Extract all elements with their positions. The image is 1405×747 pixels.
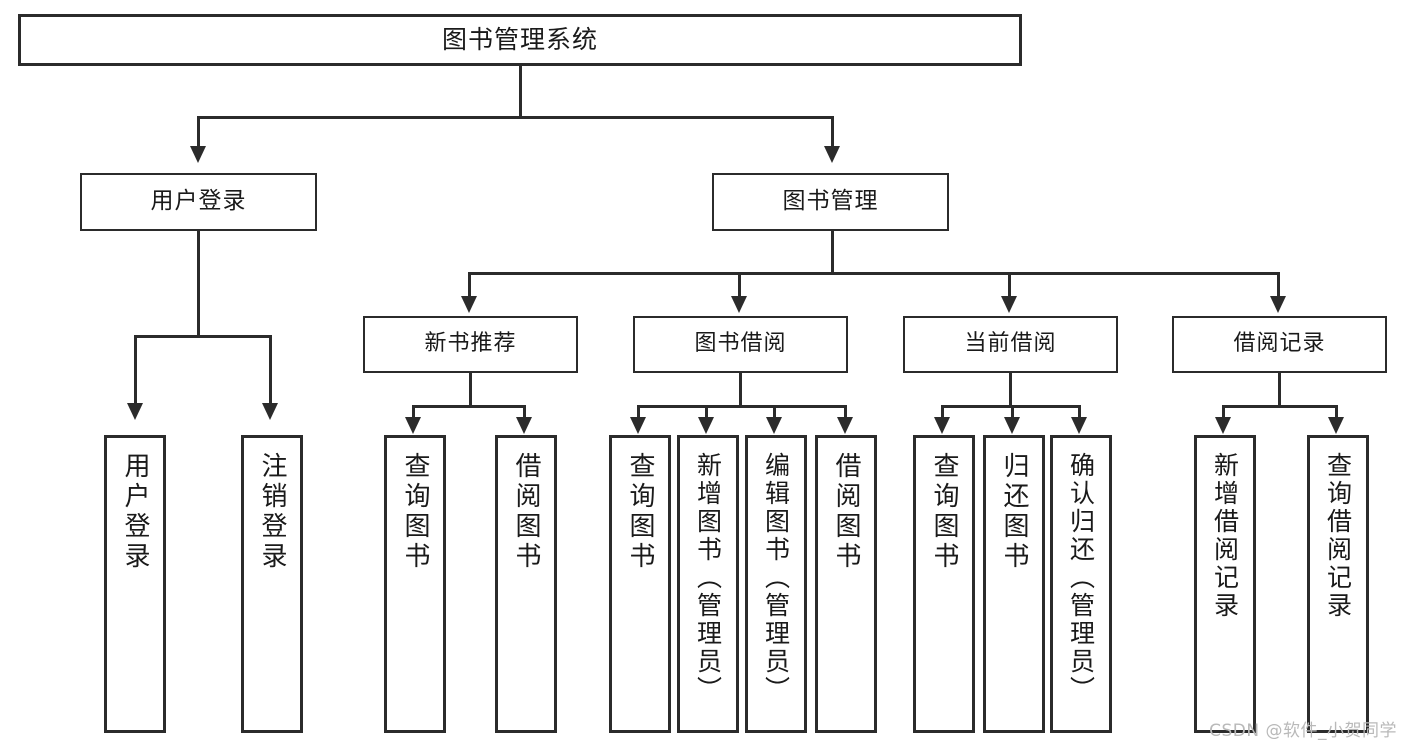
arrow-root-to-user-login <box>190 146 206 163</box>
leaf-borrow-book-nbr[interactable]: 借阅图书 <box>495 435 557 733</box>
arrow-bm-to-current-borrow <box>1001 296 1017 313</box>
connector-bb-drop-2 <box>705 405 708 419</box>
leaf-label: 归还图书 <box>999 452 1029 572</box>
node-label: 用户登录 <box>150 188 247 215</box>
connector-nbr-stem <box>469 373 472 405</box>
node-label: 当前借阅 <box>964 331 1057 357</box>
connector-root-to-book-management <box>831 116 834 148</box>
connector-nbr-drop-1 <box>412 405 415 419</box>
connector-user-login-drop-1 <box>134 335 137 405</box>
connector-cb-drop-3 <box>1078 405 1081 419</box>
leaf-label: 编辑图书（管理员） <box>761 452 791 704</box>
connector-bb-drop-4 <box>844 405 847 419</box>
connector-root-bus <box>197 116 834 119</box>
node-new-book-recommend[interactable]: 新书推荐 <box>363 316 578 373</box>
arrow-bb-leaf-1 <box>630 417 646 434</box>
arrow-br-leaf-2 <box>1328 417 1344 434</box>
connector-book-management-bus <box>468 272 1280 275</box>
connector-nbr-drop-2 <box>523 405 526 419</box>
connector-bm-drop-1 <box>468 272 471 298</box>
node-current-borrow[interactable]: 当前借阅 <box>903 316 1118 373</box>
leaf-confirm-return-admin[interactable]: 确认归还（管理员） <box>1050 435 1112 733</box>
leaf-label: 新增借阅记录 <box>1210 452 1240 620</box>
arrow-cb-leaf-2 <box>1004 417 1020 434</box>
leaf-query-book-bb[interactable]: 查询图书 <box>609 435 671 733</box>
arrow-cb-leaf-1 <box>934 417 950 434</box>
leaf-label: 查询图书 <box>400 452 430 572</box>
node-label: 图书管理 <box>782 188 879 215</box>
node-label: 新书推荐 <box>424 331 517 357</box>
leaf-add-borrow-record[interactable]: 新增借阅记录 <box>1194 435 1256 733</box>
connector-br-stem <box>1278 373 1281 405</box>
connector-root-stem <box>519 66 522 116</box>
leaf-label: 借阅图书 <box>831 452 861 572</box>
leaf-label: 用户登录 <box>120 452 150 572</box>
leaf-query-book-cb[interactable]: 查询图书 <box>913 435 975 733</box>
connector-nbr-bus <box>412 405 526 408</box>
leaf-label: 查询图书 <box>625 452 655 572</box>
connector-bm-drop-3 <box>1008 272 1011 298</box>
connector-bm-drop-2 <box>738 272 741 298</box>
connector-br-drop-2 <box>1335 405 1338 419</box>
watermark: CSDN @软件_小贺同学 <box>1209 721 1397 741</box>
leaf-return-book[interactable]: 归还图书 <box>983 435 1045 733</box>
connector-bb-drop-1 <box>637 405 640 419</box>
arrow-nbr-leaf-1 <box>405 417 421 434</box>
arrow-bb-leaf-3 <box>766 417 782 434</box>
node-book-borrow[interactable]: 图书借阅 <box>633 316 848 373</box>
arrow-user-login-leaf-1 <box>127 403 143 420</box>
node-label: 借阅记录 <box>1233 331 1326 357</box>
node-book-management[interactable]: 图书管理 <box>712 173 949 231</box>
arrow-user-login-leaf-2 <box>262 403 278 420</box>
leaf-edit-book-admin[interactable]: 编辑图书（管理员） <box>745 435 807 733</box>
leaf-logout[interactable]: 注销登录 <box>241 435 303 733</box>
leaf-query-book-nbr[interactable]: 查询图书 <box>384 435 446 733</box>
connector-br-bus <box>1222 405 1338 408</box>
leaf-user-login[interactable]: 用户登录 <box>104 435 166 733</box>
arrow-bm-to-book-borrow <box>731 296 747 313</box>
connector-user-login-drop-2 <box>269 335 272 405</box>
connector-bb-stem <box>739 373 742 405</box>
arrow-root-to-book-management <box>824 146 840 163</box>
leaf-query-borrow-record[interactable]: 查询借阅记录 <box>1307 435 1369 733</box>
leaf-label: 查询图书 <box>929 452 959 572</box>
arrow-br-leaf-1 <box>1215 417 1231 434</box>
arrow-bm-to-new-book-recommend <box>461 296 477 313</box>
connector-book-management-stem <box>831 231 834 272</box>
leaf-borrow-book-bb[interactable]: 借阅图书 <box>815 435 877 733</box>
connector-bb-drop-3 <box>773 405 776 419</box>
arrow-bb-leaf-2 <box>698 417 714 434</box>
leaf-label: 注销登录 <box>257 452 287 572</box>
connector-br-drop-1 <box>1222 405 1225 419</box>
leaf-label: 确认归还（管理员） <box>1066 452 1096 704</box>
connector-user-login-stem <box>197 231 200 335</box>
leaf-label: 新增图书（管理员） <box>693 452 723 704</box>
node-borrow-record[interactable]: 借阅记录 <box>1172 316 1387 373</box>
arrow-bb-leaf-4 <box>837 417 853 434</box>
connector-cb-stem <box>1009 373 1012 405</box>
leaf-add-book-admin[interactable]: 新增图书（管理员） <box>677 435 739 733</box>
connector-cb-drop-1 <box>941 405 944 419</box>
arrow-bm-to-borrow-record <box>1270 296 1286 313</box>
connector-bb-bus <box>637 405 847 408</box>
connector-bm-drop-4 <box>1277 272 1280 298</box>
node-label: 图书管理系统 <box>441 25 598 54</box>
connector-cb-drop-2 <box>1011 405 1014 419</box>
node-label: 图书借阅 <box>694 331 787 357</box>
connector-root-to-user-login <box>197 116 200 148</box>
arrow-nbr-leaf-2 <box>516 417 532 434</box>
connector-user-login-bus <box>134 335 272 338</box>
node-user-login[interactable]: 用户登录 <box>80 173 317 231</box>
leaf-label: 借阅图书 <box>511 452 541 572</box>
arrow-cb-leaf-3 <box>1071 417 1087 434</box>
node-root-book-management-system[interactable]: 图书管理系统 <box>18 14 1022 66</box>
leaf-label: 查询借阅记录 <box>1323 452 1353 620</box>
